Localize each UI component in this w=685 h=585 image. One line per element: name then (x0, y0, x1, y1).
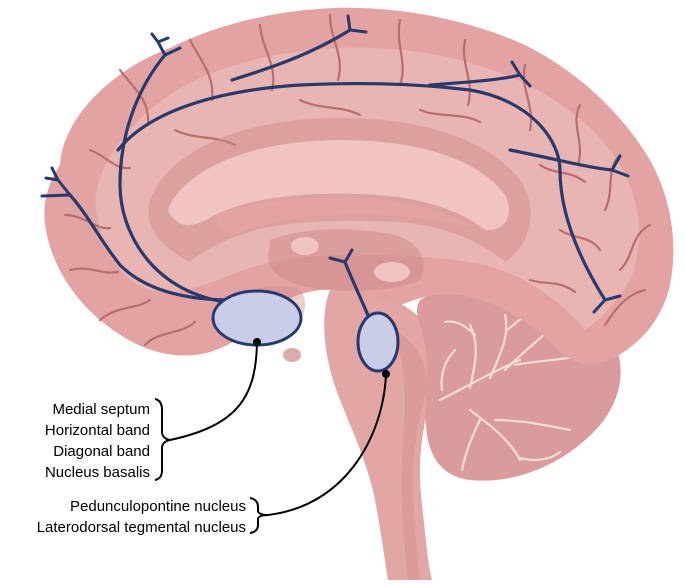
brainstem (324, 289, 442, 580)
brace-basal-forebrain (154, 398, 171, 481)
terminal-occipital (592, 294, 622, 314)
leader-lines (154, 341, 387, 534)
leader-basal-forebrain (169, 341, 258, 441)
brace-brainstem (249, 497, 269, 534)
leader-dot-basal-forebrain (253, 338, 261, 346)
pathway-main-arc (116, 82, 607, 302)
label-medial-septum: Medial septum (52, 401, 150, 418)
pathway-frontal-upper (118, 53, 227, 304)
terminal-thalamic (328, 248, 354, 264)
leader-brainstem (267, 373, 387, 516)
label-pedunculopontine-nucleus: Pedunculopontine nucleus (70, 498, 246, 515)
pathway-posterior (508, 148, 614, 172)
brainstem-shade (395, 330, 427, 580)
mammillary-body (283, 348, 301, 362)
axon-terminals (40, 14, 630, 314)
sulci (63, 13, 652, 347)
label-diagonal-band: Diagonal band (53, 443, 150, 460)
terminal-frontal-pole (40, 166, 72, 198)
fornix (215, 197, 478, 234)
interthalamic-adhesion (291, 237, 319, 255)
pathway-frontal-lower (68, 193, 234, 302)
terminal-frontal-top (150, 32, 182, 57)
label-laterodorsal-tegmental-nucleus: Laterodorsal tegmental nucleus (37, 519, 246, 536)
terminal-dorsal-1 (346, 14, 368, 34)
label-nucleus-basalis: Nucleus basalis (45, 464, 150, 481)
corpus-callosum (168, 140, 509, 231)
pineal-region (374, 262, 410, 282)
pathway-dorsal-1 (230, 28, 352, 82)
brainstem-nucleus (356, 311, 400, 373)
terminal-dorsal-2 (510, 60, 532, 88)
terminal-posterior (610, 154, 630, 178)
leader-dot-brainstem (382, 370, 390, 378)
label-horizontal-band: Horizontal band (45, 422, 150, 439)
pathway-dorsal-2 (428, 73, 522, 87)
cholinergic-pathways (68, 28, 614, 327)
label-group-brainstem: Pedunculopontine nucleus Laterodorsal te… (37, 498, 246, 536)
basal-forebrain-nucleus (211, 289, 303, 347)
label-group-basal-forebrain: Medial septum Horizontal band Diagonal b… (45, 401, 150, 481)
